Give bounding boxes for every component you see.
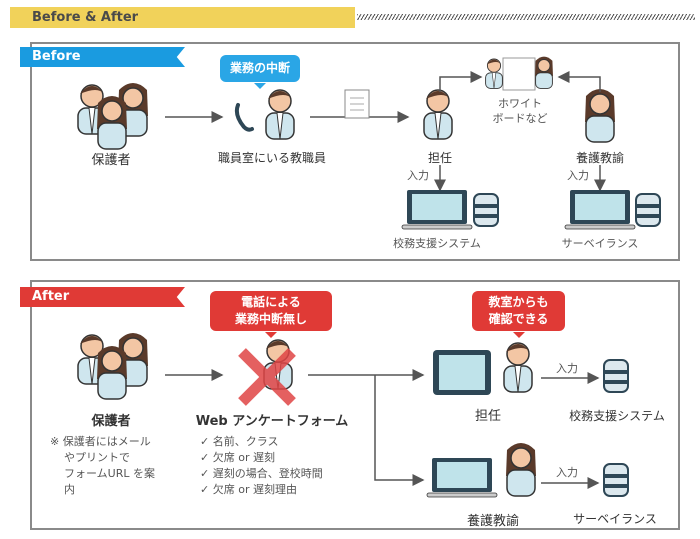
checklist-item: ✓ 欠席 or 遅刻理由 [200,483,297,496]
whiteboard-label-1: ホワイト [498,97,542,110]
system1-label: 校務支援システム [393,237,481,250]
arrow [439,71,483,92]
input-label: 入力 [556,466,578,479]
checklist-item: ✓ 欠席 or 遅刻 [200,451,275,464]
whiteboard-label-2: ボードなど [492,112,548,125]
bubble-line: 業務中断無し [234,312,307,326]
note-line: 内 [64,483,75,496]
classroom-check-bubble: 教室からも確認できる [472,291,565,338]
interruption-bubble: 業務の中断 [220,55,300,89]
system2-label: サーベイランス [561,237,639,250]
web-form-label: Web アンケートフォーム [195,414,349,429]
input-label: 入力 [556,362,578,375]
whiteboard-icon [485,56,554,91]
checklist-item: ✓ 遅刻の場合、登校時間 [200,467,323,480]
no-phone-x-icon [238,348,296,406]
no-interruption-bubble: 電話による業務中断無し [210,291,332,338]
database-icon [635,193,661,227]
family-icon [77,82,149,150]
note-line: やプリントで [64,451,130,464]
bubble-line: 電話による [241,295,301,309]
staff-label: 職員室にいる教職員 [217,151,327,165]
arrow [374,375,425,486]
laptop-icon [401,189,473,230]
phone-icon [234,103,254,132]
bubble-text: 業務の中断 [229,61,290,75]
input-label: 入力 [567,169,589,182]
section-header: Before & After [10,7,355,28]
before-panel [30,42,680,261]
bubble-line: 教室からも [488,295,549,309]
nurse-label: 養護教諭 [575,151,625,165]
staff-icon [265,89,295,140]
hatch-divider [357,14,695,20]
guardian-label: 保護者 [91,414,131,429]
form-checklist: ✓ 名前、クラス ✓ 欠席 or 遅刻 ✓ 遅刻の場合、登校時間 ✓ 欠席 or… [200,434,323,498]
homeroom-label: 担任 [427,151,453,165]
after-panel [30,280,680,530]
arrow [557,71,601,92]
homeroom-teacher-icon [423,89,453,140]
bubble-line: 確認できる [488,312,549,326]
guardian-label: 保護者 [91,153,131,168]
tablet-icon [433,350,491,395]
checklist-item: ✓ 名前、クラス [200,435,279,448]
note-line: フォームURL を案 [64,467,155,480]
homeroom-label: 担任 [474,409,502,424]
system1-label: 校務支援システム [569,409,665,423]
input-label: 入力 [407,169,429,182]
nurse-label: 養護教諭 [466,514,520,529]
note-line: ※ 保護者にはメール [50,435,151,448]
laptop-icon [564,189,636,230]
guardian-note: ※ 保護者にはメール やプリントで フォームURL を案 内 [50,434,155,498]
database-icon [473,193,499,227]
before-tag: Before [20,47,185,67]
after-tag: After [20,287,185,307]
nurse-icon [584,88,616,143]
system2-label: サーベイランス [573,512,657,526]
document-icon [344,89,370,119]
